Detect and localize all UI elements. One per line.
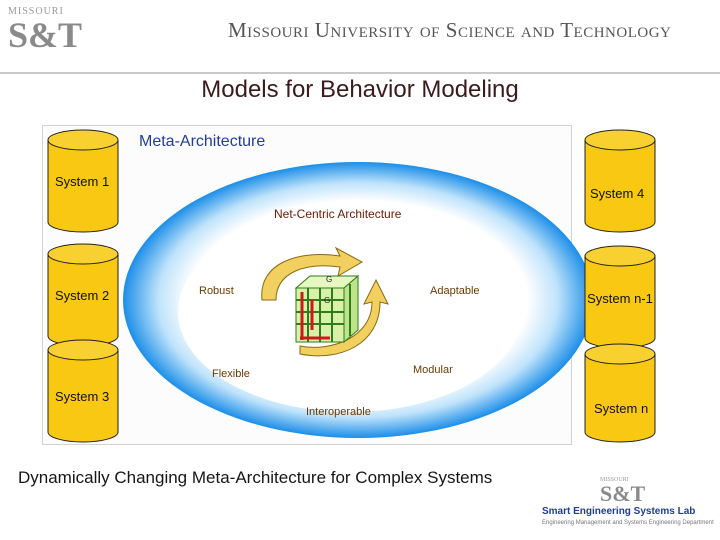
diagram-caption: Dynamically Changing Meta-Architecture f… xyxy=(18,468,493,487)
system-3-label: System 3 xyxy=(55,389,110,404)
header-divider xyxy=(0,72,720,74)
system-2-label: System 2 xyxy=(55,288,110,303)
cube-letter-top: G xyxy=(326,275,332,284)
system-n-1-label: System n-1 xyxy=(585,291,655,307)
net-centric-label: Net-Centric Architecture xyxy=(274,207,402,221)
robust-label: Robust xyxy=(199,285,234,297)
university-name: Missouri University of Science and Techn… xyxy=(228,18,672,42)
system-1-label: System 1 xyxy=(55,174,110,189)
meta-architecture-label: Meta-Architecture xyxy=(139,133,266,150)
cube-letter-side: G xyxy=(324,296,330,305)
adaptable-label: Adaptable xyxy=(430,285,480,297)
university-logo: MISSOURI S&T xyxy=(8,6,83,66)
system-n-label: System n xyxy=(594,401,649,416)
system-4-cylinder xyxy=(584,129,656,233)
adaptive-cube xyxy=(261,246,389,357)
system-3-cylinder xyxy=(47,339,119,443)
system-2-cylinder xyxy=(47,243,119,347)
system-1-cylinder xyxy=(47,129,119,233)
lab-name: Smart Engineering Systems Lab xyxy=(542,506,696,517)
lab-logo-top: MISSOURI xyxy=(600,477,629,483)
flexible-label: Flexible xyxy=(212,368,250,380)
system-n-1-text: System n-1 xyxy=(587,291,653,306)
lab-logo: MISSOURI S&T xyxy=(600,477,645,505)
system-n-1-cylinder xyxy=(584,245,656,349)
system-4-label: System 4 xyxy=(590,186,645,201)
lab-logo-main: S&T xyxy=(600,481,646,506)
logo-main-text: S&T xyxy=(8,15,83,55)
slide-title: Models for Behavior Modeling xyxy=(201,76,519,103)
modular-label: Modular xyxy=(413,364,453,376)
interoperable-label: Interoperable xyxy=(306,406,371,418)
lab-subtitle: Engineering Management and Systems Engin… xyxy=(542,520,714,526)
system-n-cylinder xyxy=(584,343,656,443)
logo-top-text: MISSOURI xyxy=(8,6,64,17)
